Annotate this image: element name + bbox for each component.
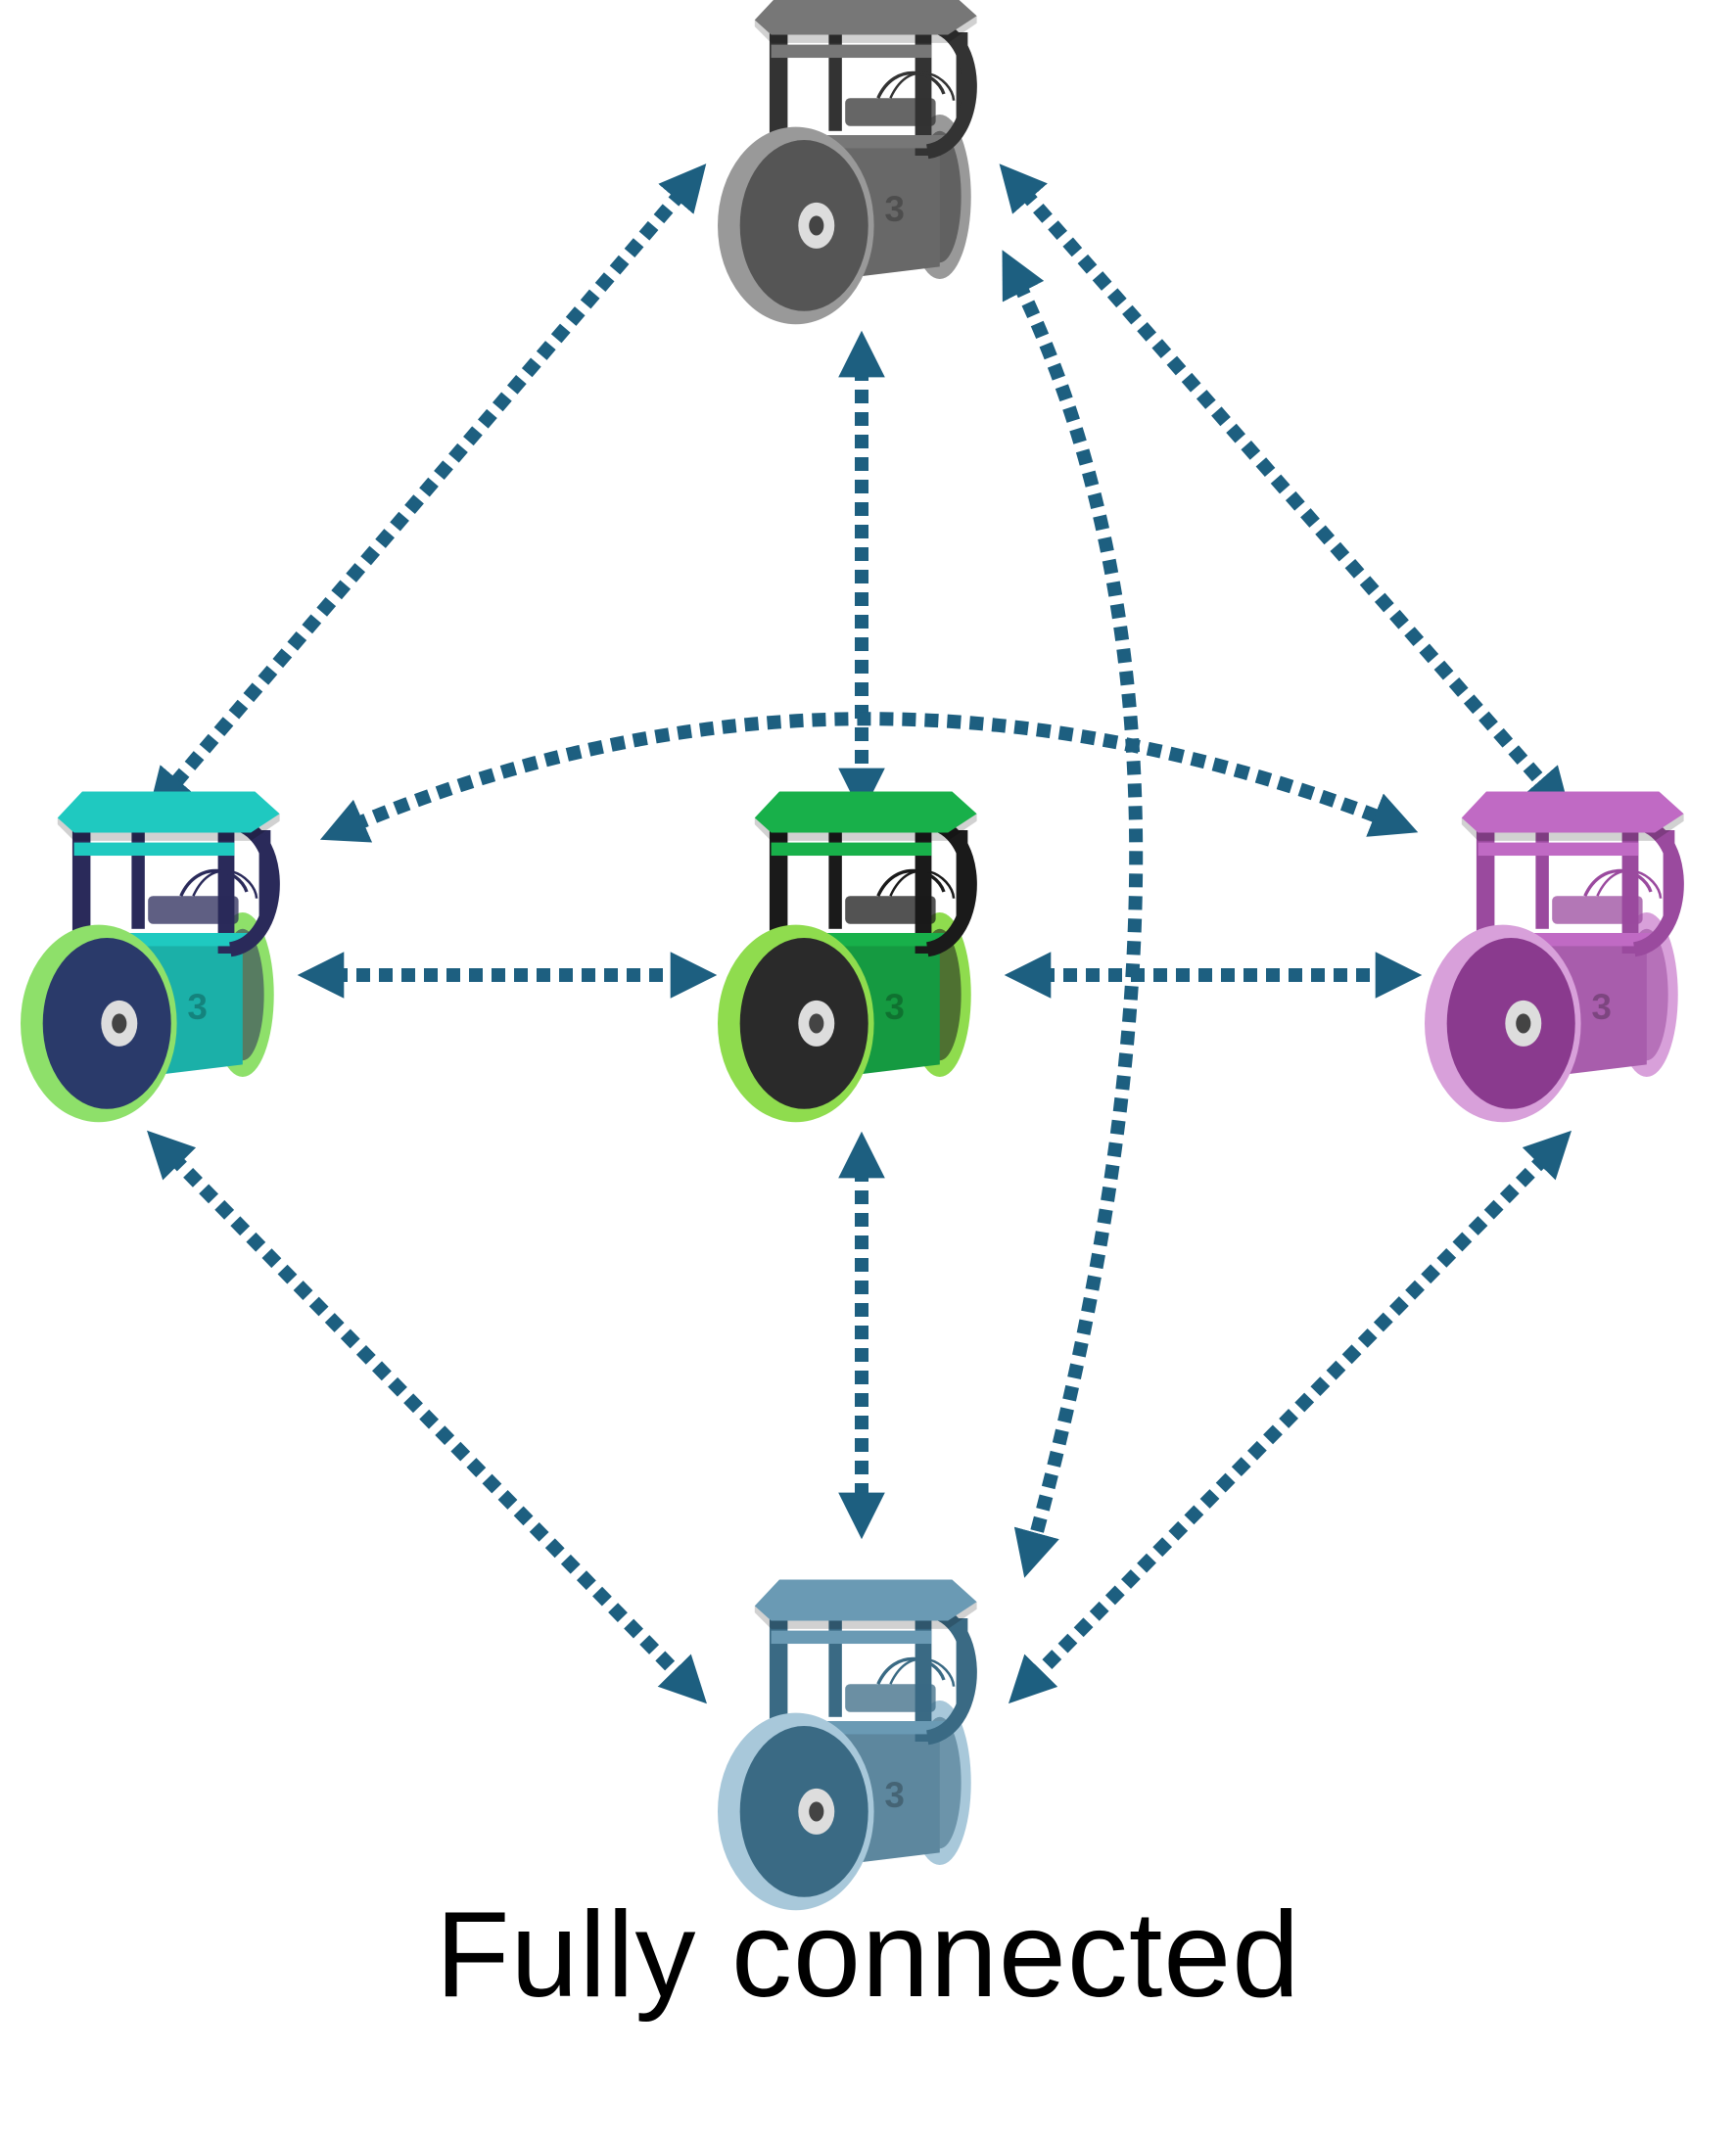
edge-top-bottom [1002, 250, 1144, 1578]
robot-number-label: 3 [187, 987, 208, 1027]
robot-left-icon: 3 [20, 791, 280, 1123]
diagram-caption: Fully connected [435, 1888, 1301, 2023]
robot-right-icon: 3 [1425, 791, 1684, 1123]
edge-top-right [999, 163, 1572, 816]
edge-left-bottom [147, 1130, 707, 1704]
robot-number-label: 3 [1591, 987, 1612, 1027]
robot-number-label: 3 [884, 189, 905, 229]
robots: 3 3 3 3 3 [20, 0, 1684, 1911]
edge-right-bottom [1008, 1130, 1572, 1704]
edges [147, 163, 1572, 1704]
edge-top-left [147, 163, 707, 816]
robot-center-icon: 3 [718, 791, 977, 1123]
robot-top-icon: 3 [718, 0, 977, 325]
robot-number-label: 3 [884, 1775, 905, 1815]
robot-number-label: 3 [884, 987, 905, 1027]
edge-left-right [319, 712, 1419, 843]
robot-bottom-icon: 3 [718, 1579, 977, 1911]
